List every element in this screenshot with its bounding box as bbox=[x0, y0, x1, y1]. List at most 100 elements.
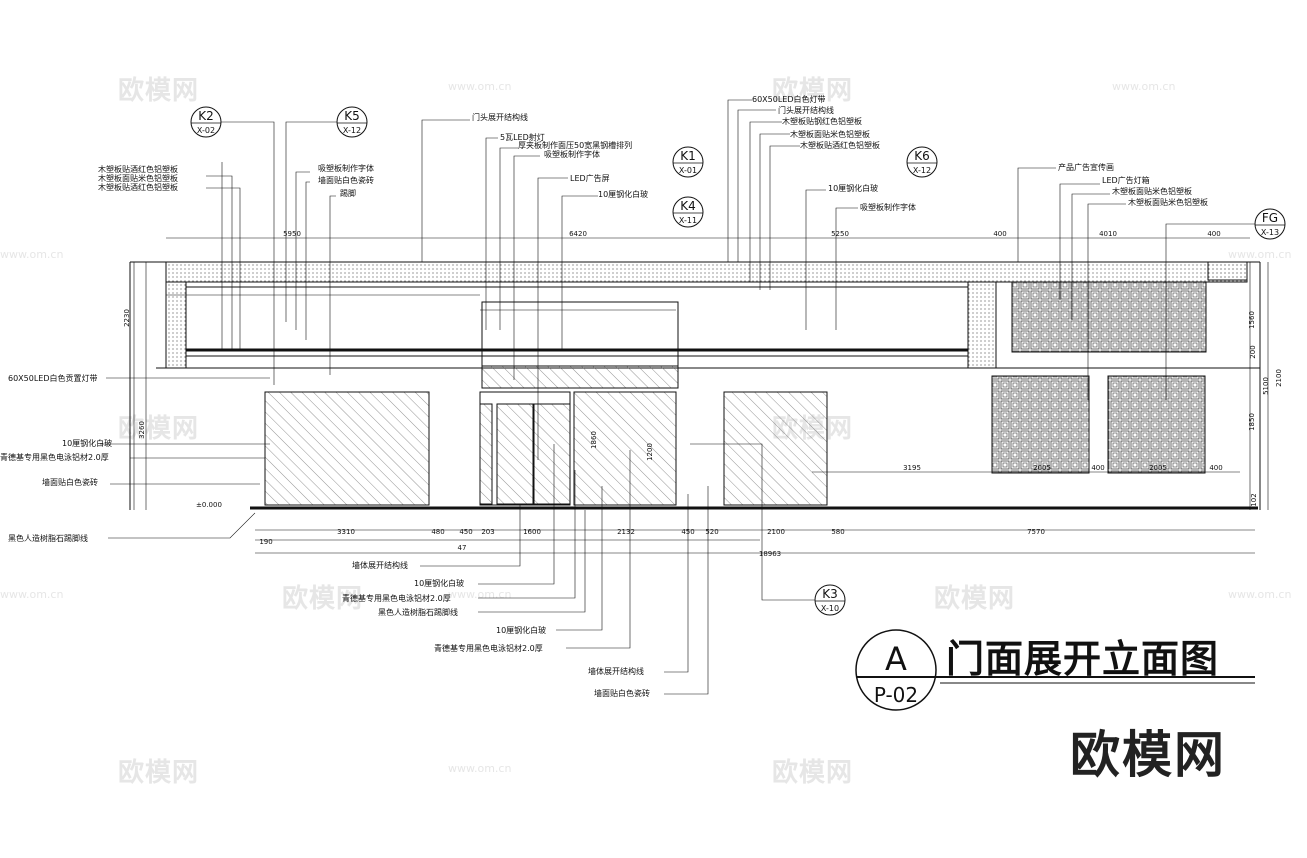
dimension-text: 1560 bbox=[1248, 311, 1256, 329]
dimension-text: 5250 bbox=[831, 230, 849, 238]
watermark-brand: 欧模网 bbox=[118, 758, 200, 788]
glass-window-right bbox=[723, 391, 828, 506]
callout-label: 青德基专用黑色电泳铝材2.0厚 bbox=[0, 452, 109, 462]
watermark-url: www.om.cn bbox=[448, 762, 512, 775]
watermark-url: www.om.cn bbox=[448, 80, 512, 93]
glass-window-middle bbox=[573, 391, 677, 506]
dimension-text: 400 bbox=[993, 230, 1006, 238]
callout-label: 木塑板面贴米色铝塑板 bbox=[98, 173, 178, 183]
watermark-url: www.om.cn bbox=[0, 248, 64, 261]
watermark-url: www.om.cn bbox=[0, 588, 64, 601]
callout-label: 产品广告宣传画 bbox=[1058, 162, 1114, 172]
callout-label: 木塑板贴酒红色铝塑板 bbox=[98, 182, 178, 192]
callout-label: 木塑板贴酒红色铝塑板 bbox=[98, 164, 178, 174]
dimension-text: 450 bbox=[681, 528, 694, 536]
title-symbol-sheet: P-02 bbox=[874, 683, 918, 707]
dimension-text: 4010 bbox=[1099, 230, 1117, 238]
section-tag-k3: K3X-10 bbox=[814, 584, 846, 616]
watermark-brand: 欧模网 bbox=[118, 414, 200, 444]
callout-label: 墙面贴白色瓷砖 bbox=[594, 688, 650, 698]
callout-label: 10厘钢化白玻 bbox=[828, 183, 878, 193]
watermark-brand: 欧模网 bbox=[282, 584, 364, 614]
dimension-text: 102 bbox=[1250, 493, 1258, 506]
callout-label: 10厘钢化白玻 bbox=[414, 578, 464, 588]
level-mark: ±0.000 bbox=[196, 501, 222, 509]
watermark-brand: 欧模网 bbox=[772, 758, 854, 788]
callout-label: 墙体展开结构线 bbox=[352, 560, 408, 570]
dimension-text: 400 bbox=[1091, 464, 1104, 472]
dimension-text: 580 bbox=[831, 528, 844, 536]
title-symbol-letter: A bbox=[885, 640, 907, 678]
callout-label: 踢脚 bbox=[340, 188, 356, 198]
dimension-text: 2100 bbox=[767, 528, 785, 536]
section-tag-k6: K6X-12 bbox=[906, 146, 938, 178]
dimension-text: 1850 bbox=[1248, 413, 1256, 431]
callout-label: 墙面贴白色瓷砖 bbox=[42, 477, 98, 487]
watermark-url: www.om.cn bbox=[1228, 588, 1292, 601]
dimension-text: 2132 bbox=[617, 528, 635, 536]
section-tag-k5: K5X-12 bbox=[336, 106, 368, 138]
callout-label: 10厘钢化白玻 bbox=[598, 189, 648, 199]
callout-label: 60X50LED白色贡置灯带 bbox=[8, 373, 98, 383]
dimension-text: 2230 bbox=[123, 309, 131, 327]
callout-label: 木塑板贴钢红色铝塑板 bbox=[782, 116, 862, 126]
watermark-url: www.om.cn bbox=[1112, 80, 1176, 93]
entrance-door-left bbox=[496, 403, 534, 505]
callout-label: 吸塑板制作字体 bbox=[860, 202, 916, 212]
dimension-text: 200 bbox=[1249, 345, 1257, 358]
section-tag-id: K6 bbox=[914, 149, 930, 163]
callout-label: 吸塑板制作字体 bbox=[318, 163, 374, 173]
section-tag-ref: X-02 bbox=[197, 126, 215, 135]
dimension-text: 2100 bbox=[1275, 369, 1283, 387]
dimension-text: 450 bbox=[459, 528, 472, 536]
dimension-text: 2005 bbox=[1033, 464, 1051, 472]
callout-label: 青德基专用黑色电泳铝材2.0厚 bbox=[434, 643, 543, 653]
section-tag-ref: X-12 bbox=[343, 126, 361, 135]
callout-label: 门头展开结构线 bbox=[778, 105, 834, 115]
callout-label: 60X50LED白色灯带 bbox=[752, 94, 826, 104]
title-symbol: A P-02 bbox=[855, 629, 1255, 711]
dimension-text: 203 bbox=[481, 528, 494, 536]
dimension-text: 5950 bbox=[283, 230, 301, 238]
glass-window-left bbox=[264, 391, 430, 506]
fascia-right-side bbox=[1207, 261, 1248, 281]
dimension-text: 3195 bbox=[903, 464, 921, 472]
dimension-text: 3310 bbox=[337, 528, 355, 536]
side-glass bbox=[479, 403, 493, 505]
callout-label: 5瓦LED射灯 bbox=[500, 132, 545, 142]
section-tag-id: K3 bbox=[822, 587, 838, 601]
callout-label: 10厘钢化白玻 bbox=[496, 625, 546, 635]
section-tag-id: K5 bbox=[344, 109, 360, 123]
lattice-panel-right bbox=[1107, 375, 1206, 474]
dimension-text: 400 bbox=[1209, 464, 1222, 472]
dimension-total: 18963 bbox=[759, 550, 781, 558]
callout-label: 木塑板面贴米色铝塑板 bbox=[1128, 197, 1208, 207]
section-tag-k4: K4X-11 bbox=[672, 196, 704, 228]
dimension-text: 3260 bbox=[138, 421, 146, 439]
dimension-text: 7570 bbox=[1027, 528, 1045, 536]
fascia-band bbox=[165, 261, 1248, 283]
callout-label: 吸塑板制作字体 bbox=[544, 149, 600, 159]
lattice-panel-left bbox=[991, 375, 1090, 474]
callout-label: 木塑板面贴米色铝塑板 bbox=[1112, 186, 1192, 196]
dimension-text: 2005 bbox=[1149, 464, 1167, 472]
callout-label: 门头展开结构线 bbox=[472, 112, 528, 122]
section-tag-id: K2 bbox=[198, 109, 214, 123]
callout-label: 墙体展开结构线 bbox=[588, 666, 644, 676]
entrance-door-right bbox=[533, 403, 571, 505]
drawing-title: 门面展开立面图 bbox=[946, 637, 1220, 681]
section-tag-ref: X-13 bbox=[1261, 228, 1279, 237]
watermark-brand: 欧模网 bbox=[118, 76, 200, 106]
dimension-text: 190 bbox=[259, 538, 272, 546]
dimension-text: 6420 bbox=[569, 230, 587, 238]
callout-label: 墙面贴白色瓷砖 bbox=[318, 175, 374, 185]
watermark-brand: 欧模网 bbox=[772, 76, 854, 106]
callout-label: 木塑板面贴米色铝塑板 bbox=[790, 129, 870, 139]
section-tag-id: K4 bbox=[680, 199, 696, 213]
section-tag-k2: K2X-02 bbox=[190, 106, 222, 138]
led-strip bbox=[481, 365, 679, 389]
callout-label: LED广告屏 bbox=[570, 173, 610, 183]
callout-label: 黑色人造树脂石踢脚线 bbox=[378, 607, 458, 617]
section-tag-id: FG bbox=[1262, 211, 1278, 225]
